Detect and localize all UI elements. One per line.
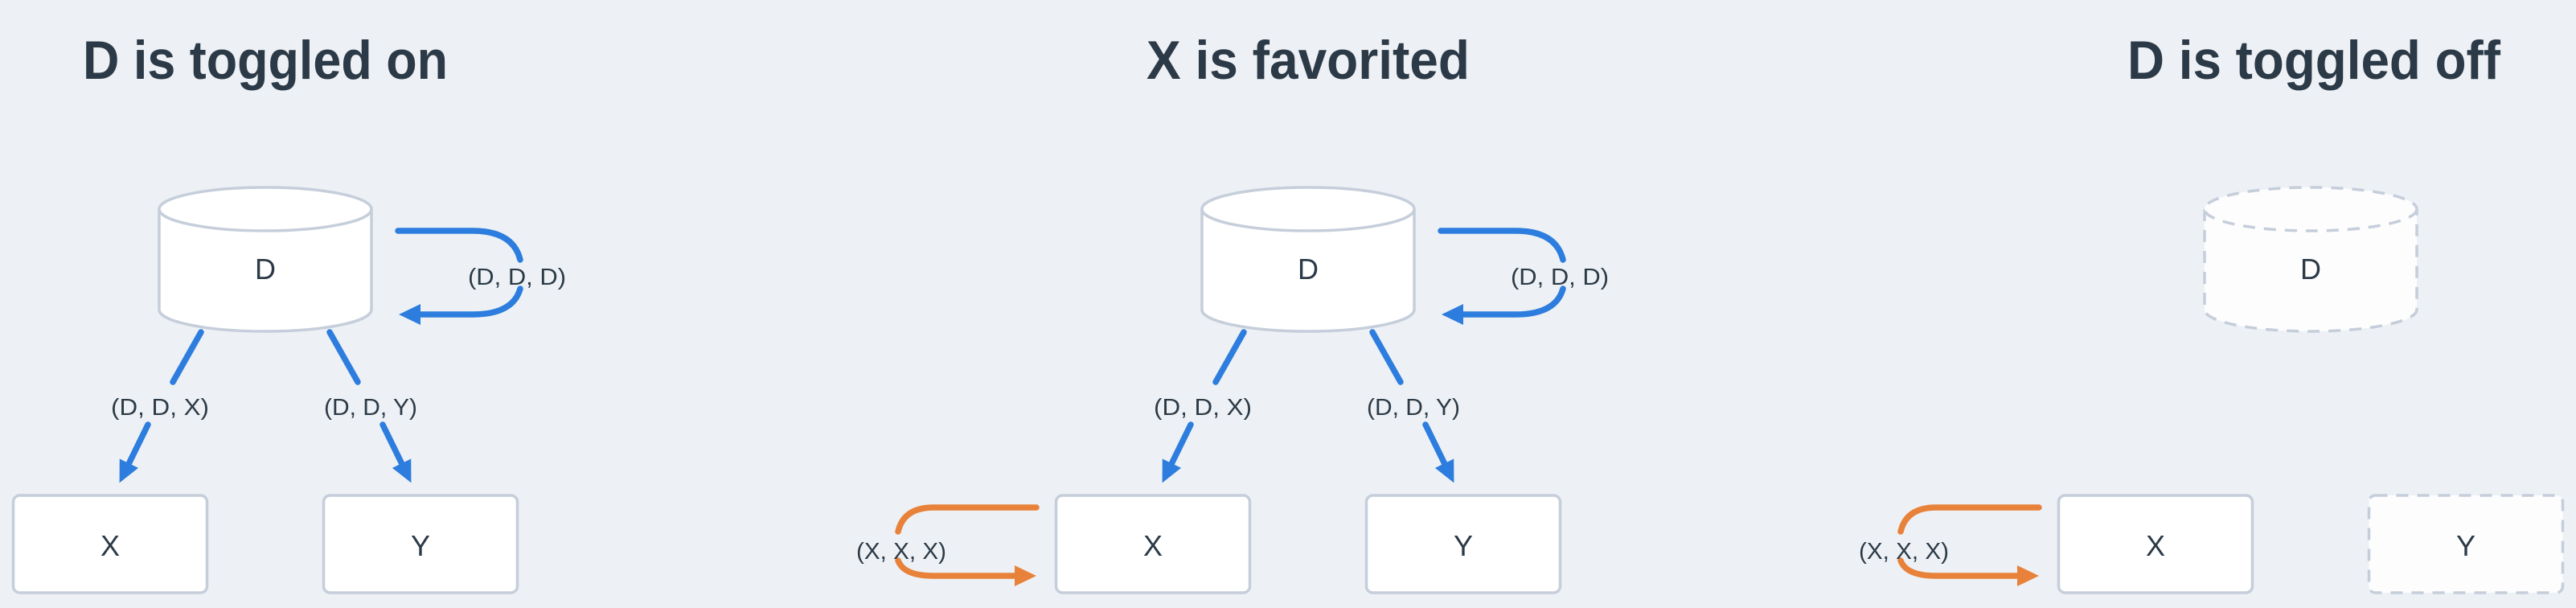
database-label: D — [1298, 253, 1319, 286]
node-x: X — [1054, 494, 1252, 594]
edge-d-to-x-line-upper — [1212, 329, 1247, 385]
node-x-box — [11, 494, 209, 594]
edge-x-self-loop-return-arrow — [1897, 557, 2039, 586]
panel-x-is-favorited: X is favorited D (D, D, D) (D, D, X) (D,… — [856, 30, 1609, 594]
edge-x-self-loop-label: (X, X, X) — [1859, 539, 1949, 565]
edge-x-self-loop: (X, X, X) — [856, 504, 1040, 586]
edge-x-self-loop: (X, X, X) — [1859, 504, 2042, 586]
node-x-label: X — [1143, 529, 1163, 562]
edge-d-to-x: (D, D, X) — [1154, 329, 1252, 483]
database-node-d-disabled: D — [2203, 186, 2418, 333]
database-cylinder-icon — [1200, 209, 1416, 333]
node-y-box — [322, 494, 519, 594]
node-x-label: X — [2146, 529, 2165, 562]
panel-title: D is toggled on — [83, 30, 448, 91]
node-y: Y — [322, 494, 519, 594]
database-node-d: D — [158, 186, 373, 333]
database-cylinder-top-icon — [158, 186, 373, 232]
edge-d-self-loop-top-line — [395, 228, 523, 263]
database-label: D — [255, 253, 276, 286]
database-label: D — [2300, 253, 2321, 286]
edge-d-to-x-label: (D, D, X) — [111, 395, 209, 421]
edge-x-self-loop-top-line — [895, 504, 1040, 535]
edge-d-to-y-arrow — [379, 421, 412, 483]
edge-x-self-loop-return-arrow — [895, 557, 1036, 586]
database-cylinder-top-icon — [2203, 186, 2418, 232]
edge-d-to-x: (D, D, X) — [111, 329, 209, 483]
node-y: Y — [1364, 494, 1562, 594]
panel-d-toggled-off: D is toggled off D (X, X, X) X Y — [1859, 30, 2565, 594]
node-y-box — [2367, 494, 2565, 594]
database-cylinder-icon — [2203, 209, 2418, 333]
node-y-label: Y — [2456, 529, 2476, 562]
edge-d-self-loop-label: (D, D, D) — [468, 265, 566, 290]
edge-d-to-x-line-upper — [170, 329, 204, 385]
edge-d-self-loop-label: (D, D, D) — [1511, 265, 1609, 290]
edge-d-to-y-line-upper — [1369, 329, 1404, 385]
node-x-box — [2057, 494, 2254, 594]
edge-d-to-y-label: (D, D, Y) — [1367, 395, 1460, 421]
panel-title: D is toggled off — [2127, 30, 2500, 91]
edge-d-self-loop: (D, D, D) — [1438, 228, 1609, 325]
edge-d-to-y-arrow — [1422, 421, 1454, 483]
database-cylinder-top-icon — [1200, 186, 1416, 232]
node-y-box — [1364, 494, 1562, 594]
node-x-box — [1054, 494, 1252, 594]
panel-title: X is favorited — [1146, 30, 1470, 91]
panel-d-toggled-on: D is toggled on D (D, D, D) (D, D, X) (D… — [11, 30, 566, 594]
edge-x-self-loop-label: (X, X, X) — [856, 539, 946, 565]
edge-d-self-loop-return-arrow — [1442, 286, 1566, 325]
edge-d-self-loop: (D, D, D) — [395, 228, 566, 325]
node-y-disabled: Y — [2367, 494, 2565, 594]
edge-d-to-y: (D, D, Y) — [1367, 329, 1460, 483]
edge-d-self-loop-return-arrow — [399, 286, 523, 325]
edge-d-to-y-line-upper — [326, 329, 361, 385]
edge-d-to-x-arrow — [119, 421, 151, 483]
node-x: X — [11, 494, 209, 594]
edge-d-to-y: (D, D, Y) — [324, 329, 417, 483]
edge-x-self-loop-top-line — [1897, 504, 2042, 535]
edge-d-self-loop-top-line — [1438, 228, 1566, 263]
database-cylinder-icon — [158, 209, 373, 333]
edge-d-to-x-arrow — [1162, 421, 1194, 483]
node-x-label: X — [100, 529, 120, 562]
database-node-d: D — [1200, 186, 1416, 333]
edge-d-to-x-label: (D, D, X) — [1154, 395, 1252, 421]
node-y-label: Y — [1454, 529, 1473, 562]
edge-d-to-y-label: (D, D, Y) — [324, 395, 417, 421]
node-y-label: Y — [411, 529, 430, 562]
node-x: X — [2057, 494, 2254, 594]
